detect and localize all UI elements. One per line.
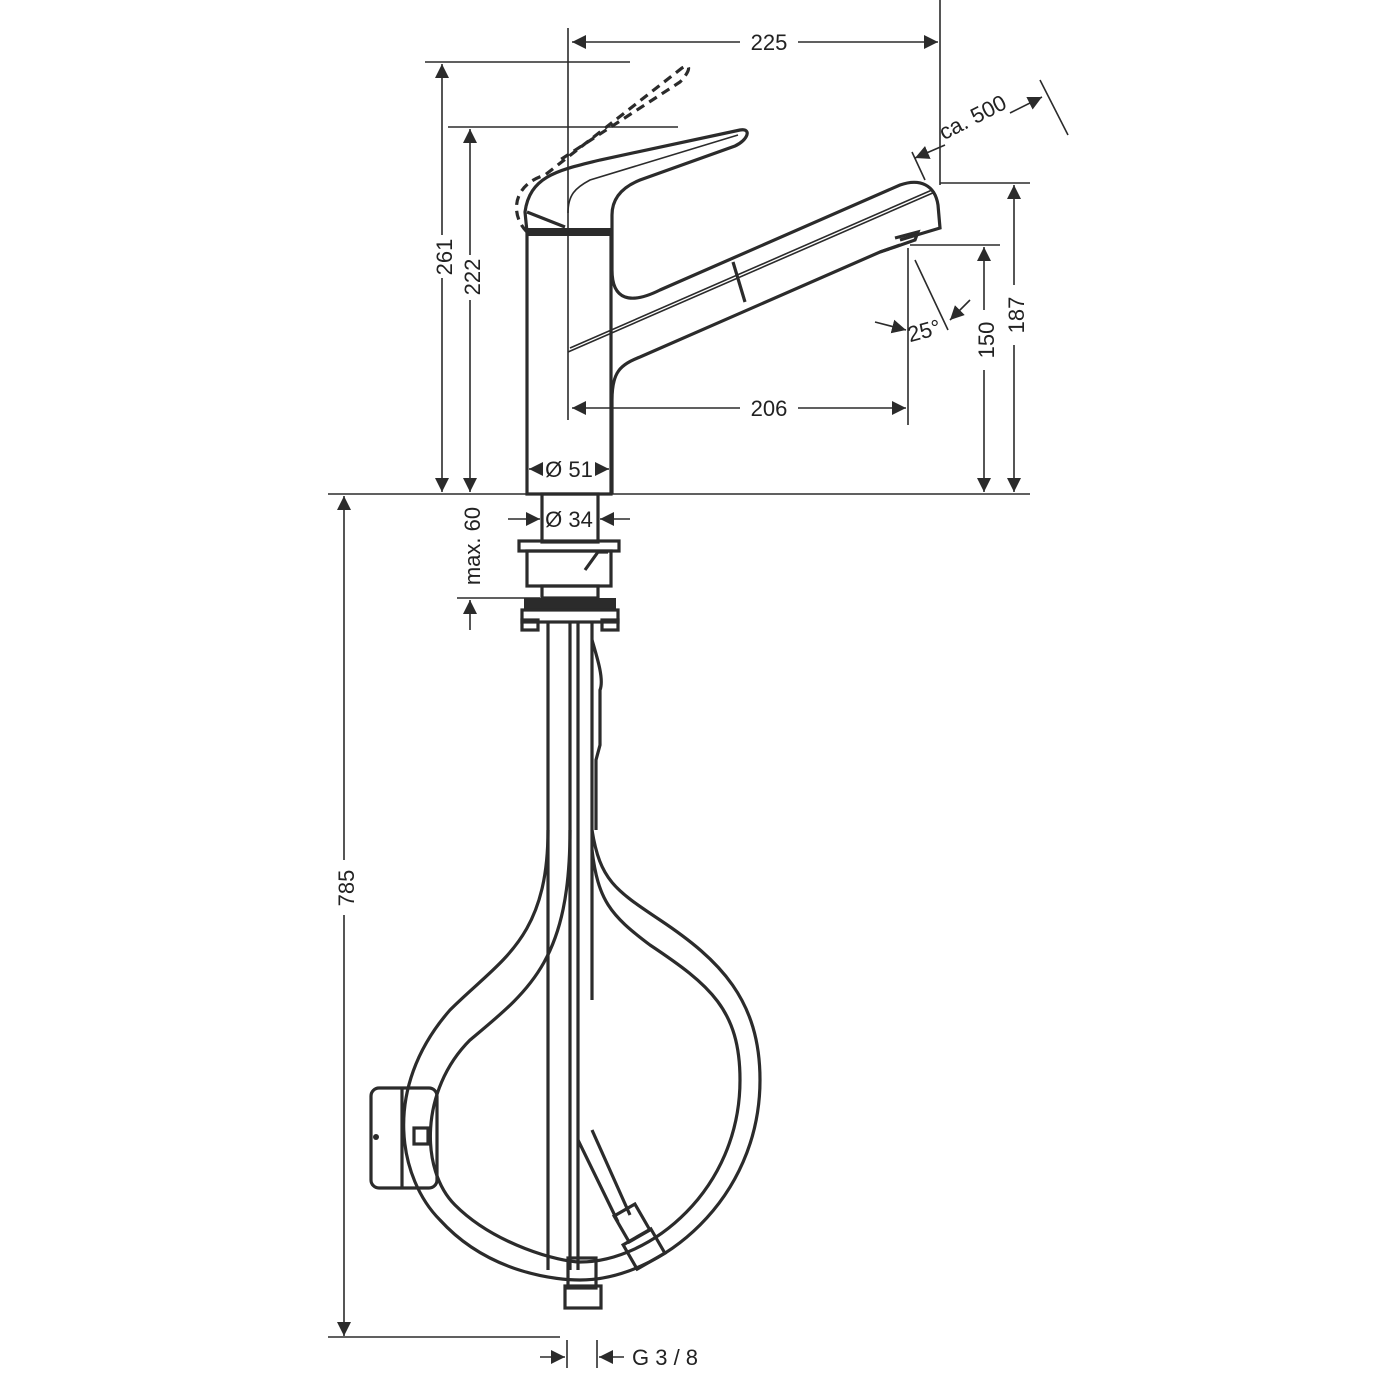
- mounting-shank: [517, 492, 621, 632]
- dim-spout-outlet-height: 150: [974, 322, 999, 359]
- dim-connection-thread: G 3 / 8: [632, 1345, 698, 1370]
- dim-shank-diameter: Ø 34: [545, 507, 593, 532]
- dim-max-deck-thickness: max. 60: [460, 507, 485, 585]
- dim-pullout-length: ca. 500: [935, 90, 1011, 145]
- faucet-body: [514, 64, 942, 496]
- dim-height-lever-closed: 222: [460, 259, 485, 296]
- dimension-lines: [328, 0, 1069, 1368]
- dim-height-lever-open: 261: [432, 239, 457, 276]
- dim-body-diameter: Ø 51: [545, 457, 593, 482]
- dim-spout-height-top: 187: [1004, 297, 1029, 334]
- dim-hose-length: 785: [334, 870, 359, 907]
- hose-assembly: [369, 622, 762, 1310]
- dim-outlet-projection: 206: [751, 396, 788, 421]
- dim-spout-reach: 225: [751, 30, 788, 55]
- dim-spray-angle: 25°: [905, 314, 944, 347]
